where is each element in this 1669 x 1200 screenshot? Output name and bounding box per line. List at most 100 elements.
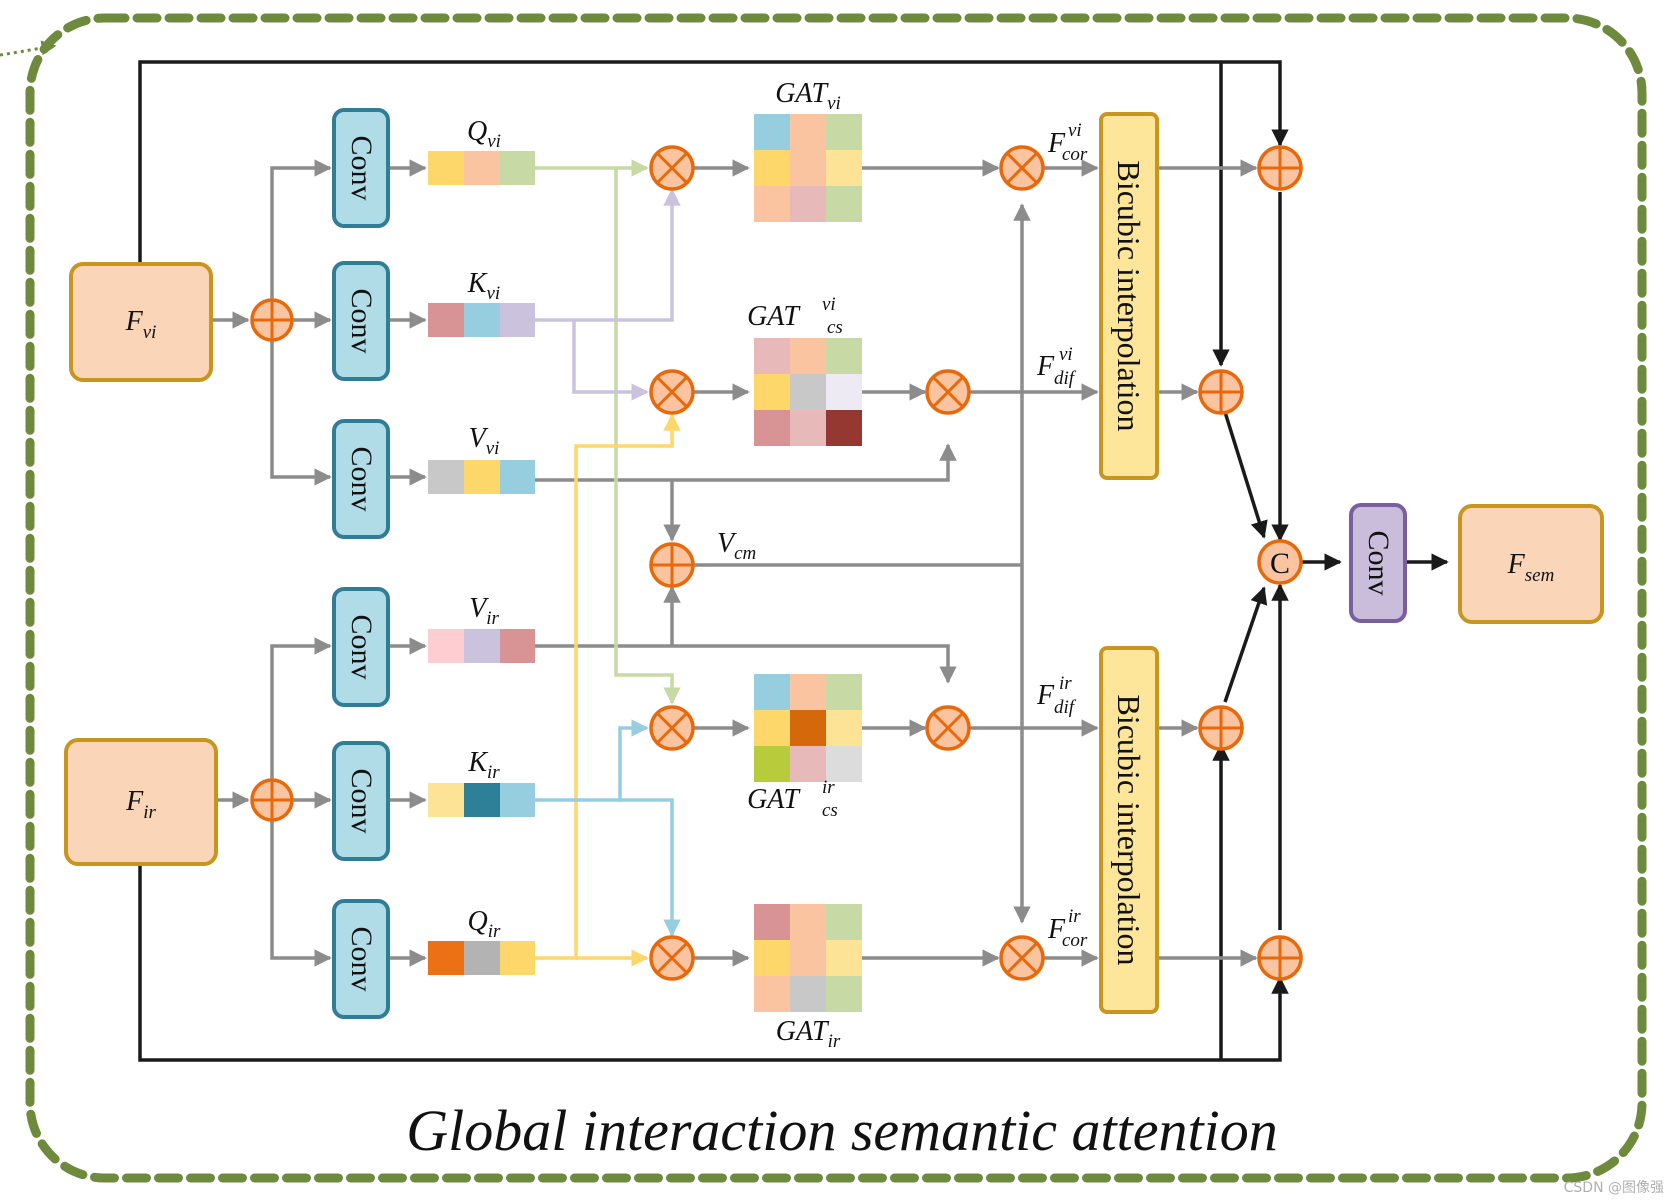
grid-cell <box>790 746 826 782</box>
input-feature-vi: Fvi <box>69 262 213 382</box>
vector-cell <box>500 303 535 337</box>
svg-text:Kvi: Kvi <box>467 268 500 304</box>
concat-node: C <box>1257 539 1303 585</box>
multiply-node-qk-vi <box>649 145 695 191</box>
svg-text:Bicubic interpolation: Bicubic interpolation <box>1111 160 1147 431</box>
svg-text:cor: cor <box>1062 930 1088 951</box>
vector-cell <box>428 303 464 337</box>
svg-text:Qir: Qir <box>468 906 502 942</box>
vector-cell <box>428 629 464 663</box>
vector-cell <box>500 629 535 663</box>
grid-cell <box>790 186 826 222</box>
bicubic-interpolation-bottom: Bicubic interpolation <box>1099 646 1159 1014</box>
module-title: Global interaction semantic attention <box>406 1098 1278 1163</box>
grid-cell <box>790 374 826 410</box>
svg-text:cor: cor <box>1062 144 1088 165</box>
output-feature-sem: Fsem <box>1458 504 1604 624</box>
svg-text:Conv: Conv <box>345 135 378 200</box>
grid-cell <box>826 940 862 976</box>
vector-cell <box>464 941 500 975</box>
module-dashed-border <box>25 13 1647 1183</box>
add-node-input-ir <box>250 778 294 822</box>
grid-cell <box>826 374 862 410</box>
svg-text:dif: dif <box>1054 368 1077 389</box>
svg-text:Conv: Conv <box>345 446 378 511</box>
conv-block-k-vi: Conv <box>332 261 390 381</box>
grid-cell <box>754 710 790 746</box>
grid-cell <box>754 904 790 940</box>
multiply-node-cor-ir <box>999 935 1045 981</box>
label-v-cm: Vcm <box>717 528 756 564</box>
svg-text:cs: cs <box>827 317 843 338</box>
conv-block-v-ir: Conv <box>332 587 390 707</box>
svg-text:Fvi: Fvi <box>125 306 157 343</box>
svg-text:F: F <box>1036 351 1055 382</box>
grid-cell <box>826 114 862 150</box>
multiply-node-dif-vi <box>925 369 971 415</box>
conv-block-output: Conv <box>1349 503 1407 623</box>
svg-text:GAT: GAT <box>747 784 801 815</box>
conv-block-v-vi: Conv <box>332 419 390 539</box>
grid-cell <box>790 674 826 710</box>
grid-cell <box>754 114 790 150</box>
vector-cell <box>428 941 464 975</box>
vector-cell <box>428 460 464 494</box>
grid-cell <box>754 374 790 410</box>
vector-cell <box>464 151 500 185</box>
svg-text:F: F <box>1047 914 1066 945</box>
vector-cell <box>464 460 500 494</box>
grid-gat-vi: GATvi <box>754 78 862 222</box>
vector-cell <box>464 303 500 337</box>
multiply-node-dif-ir <box>925 705 971 751</box>
svg-text:GAT: GAT <box>747 301 801 332</box>
grid-cell <box>826 410 862 446</box>
grid-cell <box>754 410 790 446</box>
label-f-cor-vi: F vi cor <box>1047 120 1088 165</box>
input-feature-ir: Fir <box>64 738 218 866</box>
svg-text:Conv: Conv <box>345 926 378 991</box>
vector-cell <box>500 941 535 975</box>
gray-connections <box>211 159 1258 967</box>
add-node-cor-ir-skip <box>1257 935 1303 981</box>
label-f-dif-ir: F ir dif <box>1036 673 1077 718</box>
vector-cell <box>464 629 500 663</box>
vector-q-vi: Qvi <box>428 116 535 185</box>
grid-cell <box>790 150 826 186</box>
grid-cell <box>826 150 862 186</box>
multiply-node-cor-vi <box>999 145 1045 191</box>
add-node-dif-ir-skip <box>1198 705 1244 751</box>
conv-block-q-vi: Conv <box>332 108 390 228</box>
vector-cell <box>464 783 500 817</box>
grid-cell <box>754 940 790 976</box>
svg-text:vi: vi <box>1059 344 1073 365</box>
grid-cell <box>754 186 790 222</box>
grid-cell <box>826 186 862 222</box>
svg-text:vi: vi <box>822 294 836 315</box>
grid-cell <box>790 940 826 976</box>
label-f-cor-ir: F ir cor <box>1047 906 1088 951</box>
grid-cell <box>826 710 862 746</box>
multiply-node-cs-vi <box>649 369 695 415</box>
vector-cell <box>428 151 464 185</box>
grid-cell <box>790 114 826 150</box>
vector-k-ir: Kir <box>428 747 535 817</box>
grid-cell <box>826 746 862 782</box>
svg-text:ir: ir <box>822 777 835 798</box>
add-node-dif-vi-skip <box>1198 369 1244 415</box>
grid-cell <box>790 904 826 940</box>
label-f-dif-vi: F vi dif <box>1036 344 1077 389</box>
svg-text:Vir: Vir <box>469 593 499 629</box>
vector-v-ir: Vir <box>428 593 535 663</box>
vector-k-vi: Kvi <box>428 268 535 337</box>
attention-connections <box>535 159 681 967</box>
vector-cell <box>500 151 535 185</box>
add-node-input-vi <box>250 298 294 342</box>
grid-cell <box>790 410 826 446</box>
grid-cell <box>754 150 790 186</box>
vector-cell <box>500 783 535 817</box>
svg-text:ir: ir <box>1059 673 1072 694</box>
svg-text:Fsem: Fsem <box>1507 549 1555 586</box>
conv-block-k-ir: Conv <box>332 741 390 861</box>
vector-cell <box>428 783 464 817</box>
grid-cell <box>790 338 826 374</box>
